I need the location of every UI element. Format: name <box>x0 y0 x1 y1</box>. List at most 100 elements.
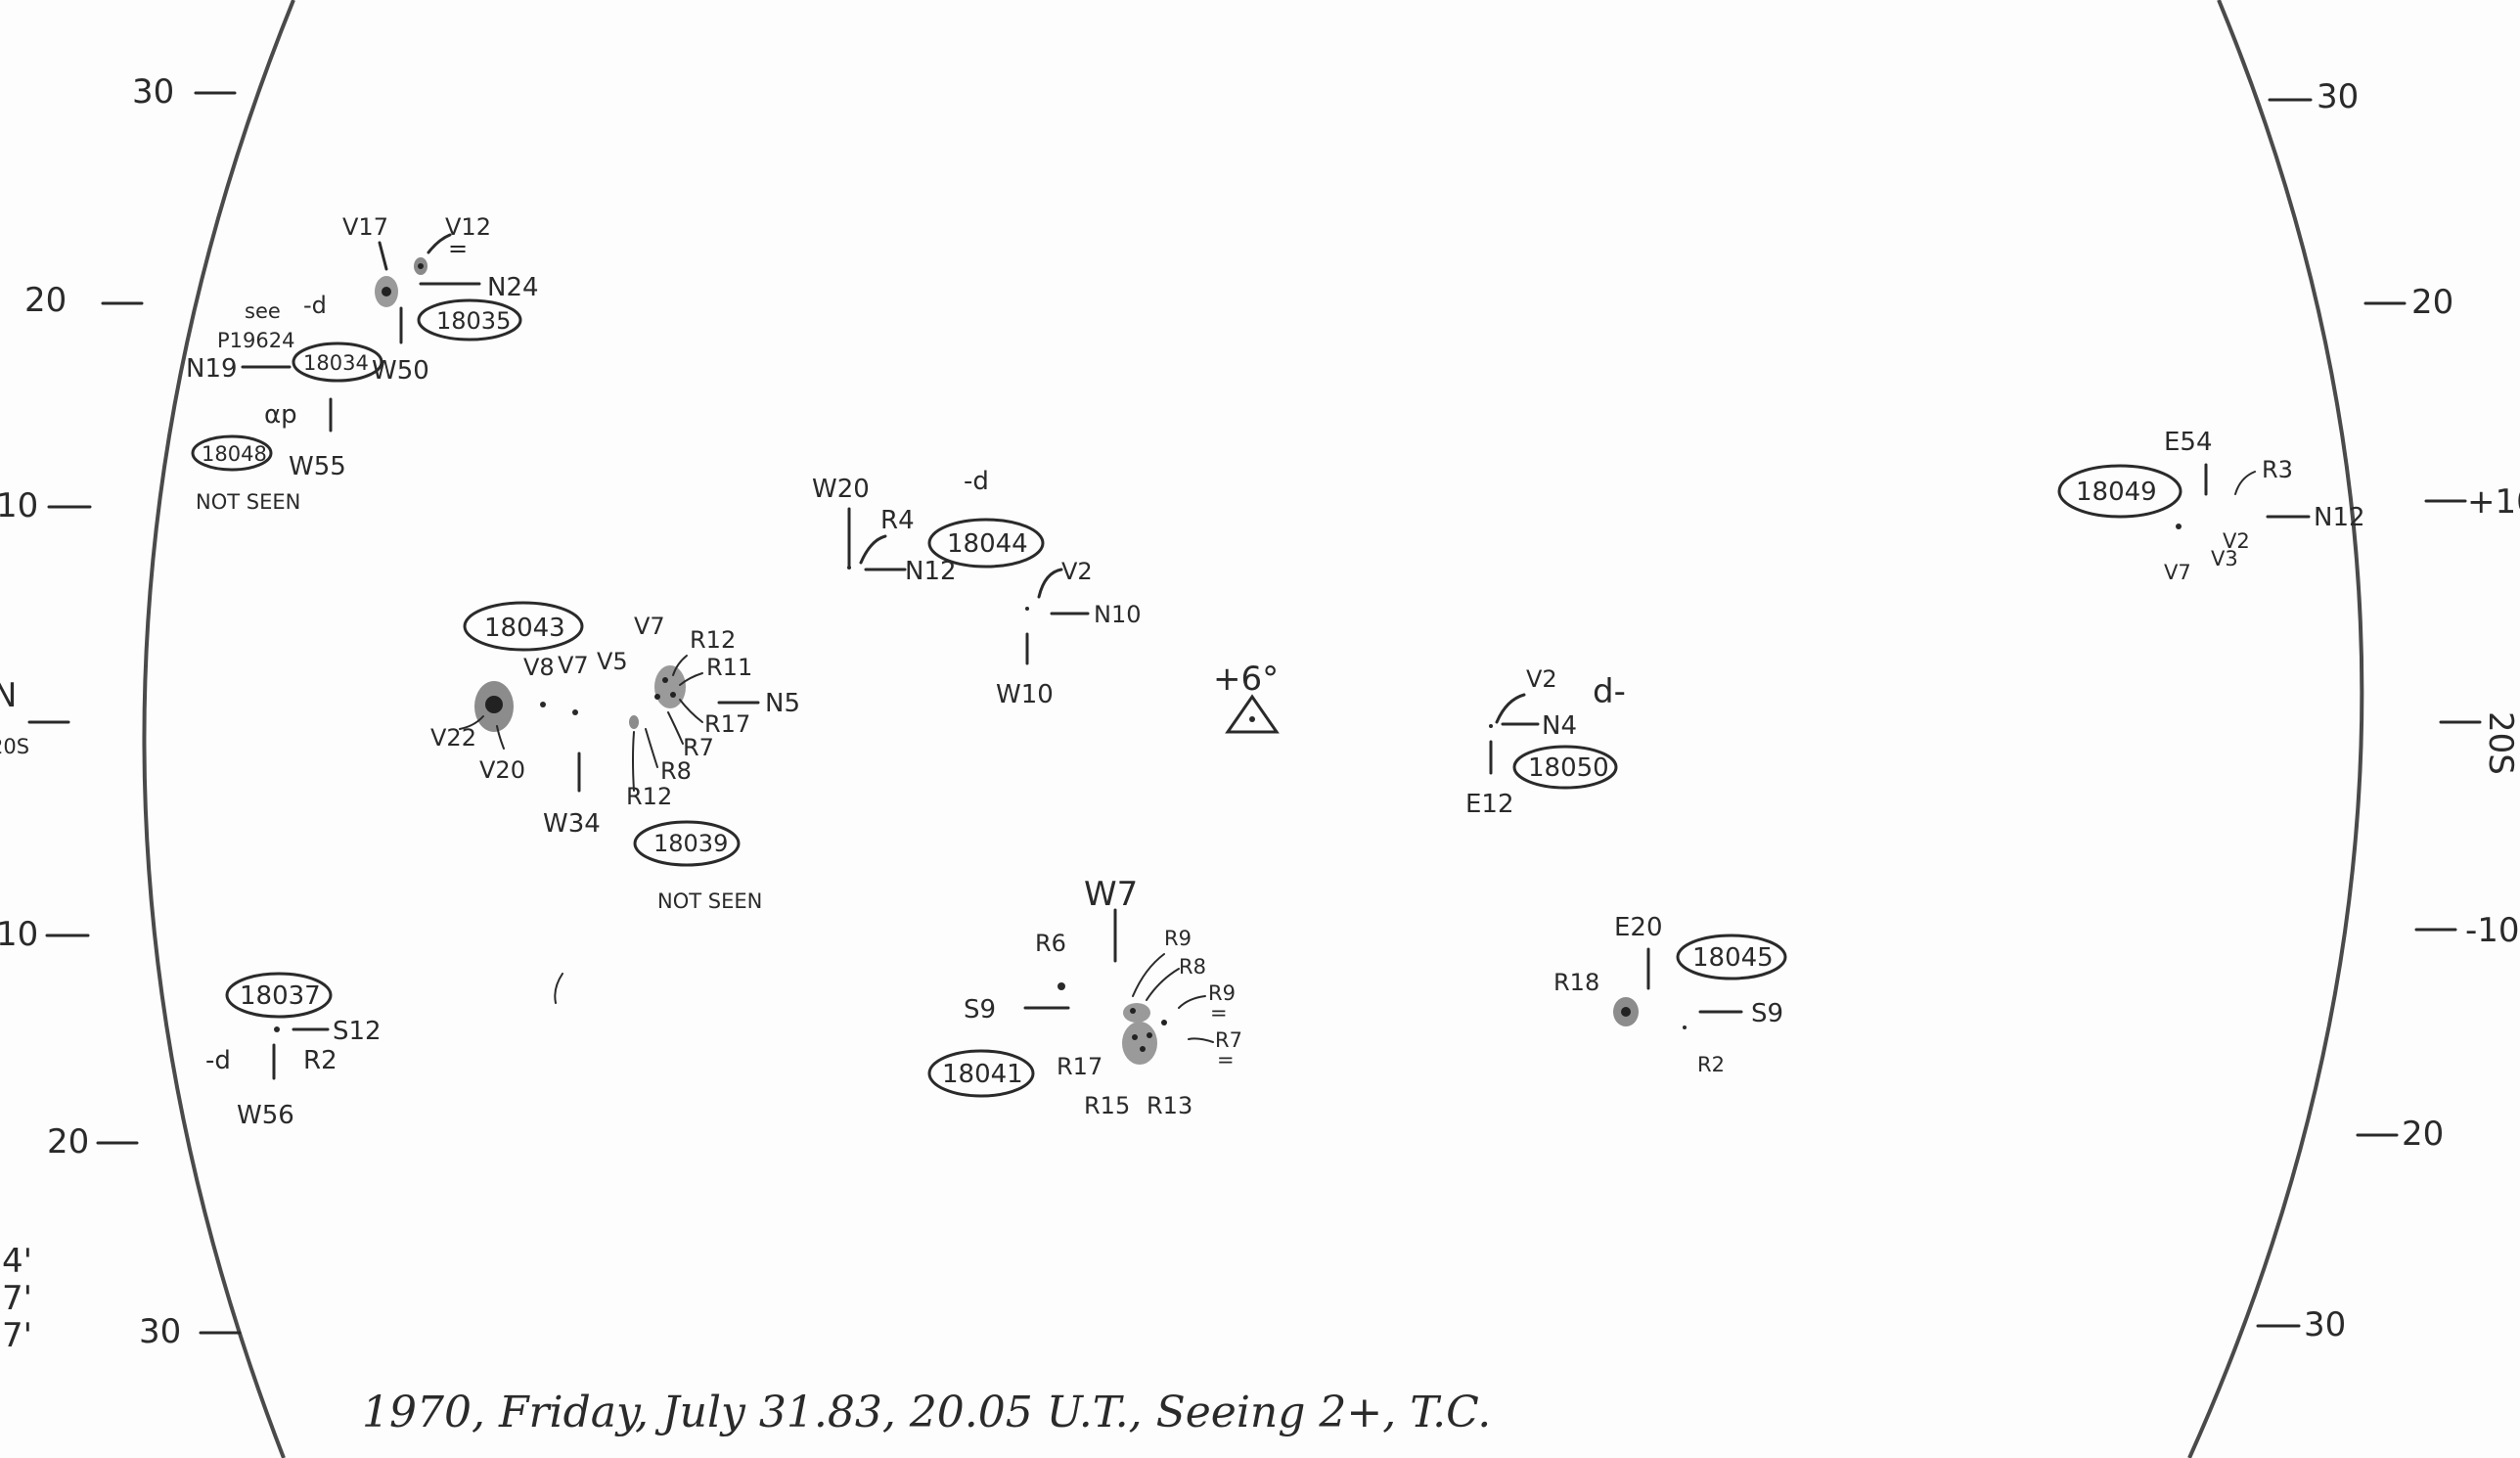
left-tick-m10: 10 <box>0 915 38 954</box>
disk-center-marker: +6° <box>1213 660 1280 734</box>
note-r3: R3 <box>2262 456 2293 483</box>
lat-n5: N5 <box>765 689 800 718</box>
right-tick-m10: -10 <box>2465 911 2520 950</box>
lat-n4: N4 <box>1542 711 1577 741</box>
note-d-minus: d- <box>1593 672 1626 711</box>
left-tick-eq2: 20S <box>0 735 29 758</box>
region-18041: W7 R6 S9 R9 R8 R9 = R7 = R17 R15 R13 180… <box>927 875 1242 1119</box>
region-number: 18045 <box>1692 943 1774 973</box>
right-tick-10: +10 <box>2467 482 2520 522</box>
region-number: 18037 <box>240 981 321 1011</box>
note-v17: V17 <box>342 213 388 241</box>
note-minus-d: -d <box>303 292 327 319</box>
long-w7: W7 <box>1084 875 1138 914</box>
note-see: see <box>245 299 281 323</box>
note-r17: R17 <box>704 710 750 738</box>
note-r12-a: R12 <box>690 626 736 654</box>
long-w20: W20 <box>812 475 870 504</box>
right-tick-eq: 20S <box>2481 711 2520 775</box>
note-r8: R8 <box>660 757 692 785</box>
region-18049: E54 18049 R3 N12 V2 V3 V7 <box>2057 428 2365 584</box>
note-v5: V5 <box>597 648 628 675</box>
region-18044: W20 R4 -d N12 18044 <box>812 467 1045 586</box>
right-tick-m20: 20 <box>2402 1115 2444 1154</box>
note-v8: V8 <box>523 654 555 681</box>
note-eq: = <box>448 235 468 262</box>
note-v12: V12 <box>445 213 491 241</box>
lat-n19: N19 <box>186 354 238 384</box>
region-number: 18048 <box>202 442 267 466</box>
left-limb-arc <box>142 0 295 1458</box>
region-18034: see P19624 -d N19 18034 W50 <box>186 292 429 386</box>
note-r6: R6 <box>1035 930 1066 957</box>
note-r7: R7 <box>1215 1028 1242 1052</box>
long-e54: E54 <box>2164 428 2213 457</box>
note-v2: V2 <box>1061 558 1093 585</box>
note-r9-b: R9 <box>1208 981 1236 1005</box>
lat-s9: S9 <box>964 995 996 1025</box>
note-eq-a: = <box>1210 1001 1228 1025</box>
note-r7: R7 <box>683 734 714 761</box>
note-v2: V2 <box>1526 665 1557 693</box>
left-tick-30-top: 30 <box>132 72 174 112</box>
note-v7-a: V7 <box>558 652 589 679</box>
long-w34: W34 <box>543 809 601 839</box>
margin-note-2: 7' <box>2 1279 32 1318</box>
note-v3: V3 <box>2211 547 2238 570</box>
long-e20: E20 <box>1614 913 1663 942</box>
note-eq-b: = <box>1217 1048 1235 1071</box>
right-tick-20: 20 <box>2411 283 2453 322</box>
right-tick-30-bottom: 30 <box>2304 1305 2346 1344</box>
region-status: NOT SEEN <box>196 490 300 514</box>
long-w56: W56 <box>237 1101 294 1130</box>
note-r2: R2 <box>1697 1053 1725 1076</box>
region-18035: V17 V12 = N24 18035 <box>342 213 539 344</box>
region-18045: E20 18045 R18 S9 R2 <box>1553 913 1787 1076</box>
region-18043: 18043 V8 V7 V5 V7 R12 R11 R17 R7 R8 R12 … <box>430 601 800 839</box>
note-v7: V7 <box>2164 561 2191 584</box>
note-r17: R17 <box>1057 1053 1102 1080</box>
left-tick-10: 10 <box>0 486 38 525</box>
lat-s12: S12 <box>333 1017 382 1046</box>
region-18050: V2 d- N4 18050 E12 <box>1465 665 1626 819</box>
left-tick-eq: N <box>0 676 17 715</box>
stray-mark <box>554 973 563 1004</box>
left-tick-30-bottom: 30 <box>139 1312 181 1351</box>
region-number: 18035 <box>436 307 511 335</box>
note-minus-d: -d <box>964 467 989 496</box>
note-r11: R11 <box>706 654 752 681</box>
note-v22: V22 <box>430 724 476 752</box>
right-scale: 30 20 +10 20S -10 20 30 <box>2256 77 2520 1344</box>
note-r9-a: R9 <box>1164 927 1192 950</box>
note-r18: R18 <box>1553 969 1599 996</box>
note-r2: R2 <box>303 1046 338 1075</box>
lat-n24: N24 <box>487 273 539 302</box>
region-number: 18044 <box>947 529 1028 559</box>
note-r13: R13 <box>1147 1092 1192 1119</box>
note-v2: V2 <box>2223 529 2250 553</box>
region-number: 18041 <box>942 1060 1023 1089</box>
region-18037: 18037 S12 R2 -d W56 <box>205 972 382 1130</box>
note-p19624: P19624 <box>217 329 294 352</box>
region-number: 18034 <box>303 351 369 375</box>
left-scale: 30 20 10 N 20S 10 20 30 4' 7' 7' <box>0 72 242 1355</box>
note-r4: R4 <box>880 506 915 535</box>
observation-caption: 1970, Friday, July 31.83, 20.05 U.T., Se… <box>362 1388 1491 1437</box>
lat-s9: S9 <box>1751 999 1783 1028</box>
region-18039: 18039 NOT SEEN <box>633 820 762 913</box>
region-status: NOT SEEN <box>657 889 762 913</box>
left-tick-20: 20 <box>24 281 67 320</box>
region-18048: αp 18048 NOT SEEN W55 <box>191 397 346 514</box>
region-number: 18039 <box>653 830 728 857</box>
lat-n12: N12 <box>2314 503 2365 532</box>
note-v7-b: V7 <box>634 613 665 640</box>
long-w10: W10 <box>996 680 1054 709</box>
margin-note-3: 7' <box>2 1316 32 1355</box>
region-number: 18043 <box>484 614 565 643</box>
region-number: 18050 <box>1528 753 1609 783</box>
lat-n10: N10 <box>1094 601 1142 628</box>
note-minus-d: -d <box>205 1046 231 1075</box>
note-alpha-p: αp <box>264 400 297 430</box>
note-v20: V20 <box>479 756 525 784</box>
left-tick-m20: 20 <box>47 1122 89 1162</box>
